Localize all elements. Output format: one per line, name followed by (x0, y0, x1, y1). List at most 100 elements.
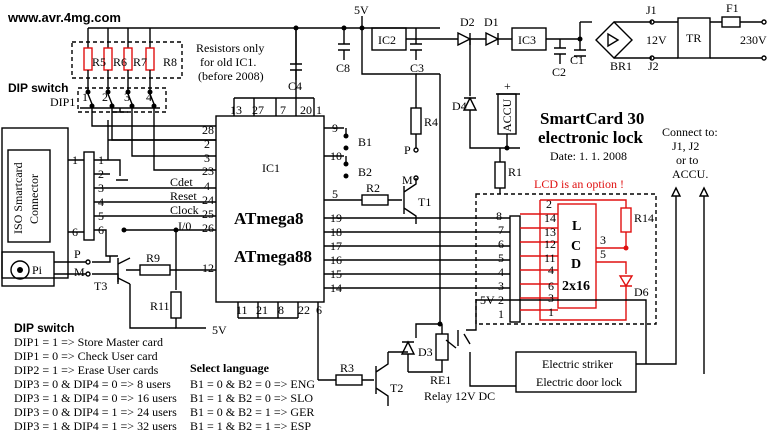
svg-text:1: 1 (498, 307, 504, 321)
piezo-buzzer: Pi P M (1, 247, 91, 287)
svg-text:4: 4 (146, 90, 152, 104)
svg-text:3: 3 (124, 90, 130, 104)
language-title: Select language (190, 361, 270, 375)
label-230v: 230V (740, 33, 767, 47)
label-relay: Relay 12V DC (424, 389, 495, 403)
lcd-option-note: LCD is an option ! (534, 177, 624, 191)
svg-text:24: 24 (202, 193, 214, 207)
connector-label-1: ISO Smartcard (11, 162, 25, 234)
striker-line-2: Electric door lock (536, 375, 622, 389)
label-tr: TR (686, 31, 701, 45)
lcd-letter-l: L (572, 219, 581, 234)
label-j2: J2 (648, 59, 659, 73)
relay-stage: D3 RE1 Relay 12V DC R3 T2 (318, 299, 647, 406)
dip-switch-title: DIP switch (8, 81, 68, 95)
label-r9: R9 (146, 251, 160, 265)
label-t2: T2 (390, 381, 403, 395)
date-label: Date: 1. 1. 2008 (550, 149, 627, 163)
svg-text:DIP3 = 1 & DIP4 = 0 => 16 user: DIP3 = 1 & DIP4 = 0 => 16 users (14, 391, 177, 405)
lcd-module: L C D 2x16 2 14 13 12 11 4 6 3 1 R14 3 5… (475, 193, 657, 325)
svg-text:13: 13 (230, 103, 242, 117)
label-12v: 12V (646, 33, 667, 47)
svg-text:6: 6 (316, 303, 322, 317)
label-br1: BR1 (610, 59, 632, 73)
svg-text:3: 3 (548, 291, 554, 305)
svg-text:8: 8 (278, 303, 284, 317)
label-accu: ACCU (500, 98, 514, 132)
connect-line-1: Connect to: (662, 125, 718, 139)
label-c4: C4 (288, 79, 302, 93)
label-5v-top: 5V (354, 3, 369, 17)
top-5v-rail: 5V (170, 3, 440, 31)
label-t3: T3 (94, 279, 107, 293)
connector-label-2: Connector (27, 174, 41, 224)
svg-text:7: 7 (498, 223, 504, 237)
connect-line-3: or to (676, 153, 698, 167)
smartcard-connector: ISO Smartcard Connector 1 6 1 2 3 4 5 6 … (1, 120, 216, 279)
resistor-network: R5 R6 R7 R8 (71, 27, 183, 92)
svg-text:3: 3 (498, 279, 504, 293)
label-f1: F1 (726, 1, 739, 15)
label-r3: R3 (340, 361, 354, 375)
svg-text:28: 28 (202, 123, 214, 137)
svg-text:1: 1 (72, 153, 78, 167)
label-r7: R7 (133, 55, 147, 69)
svg-text:12: 12 (202, 261, 214, 275)
t1-stage: R2 T1 M R4 P (324, 28, 438, 224)
language-settings: Select language B1 = 0 & B2 = 0 => ENG B… (190, 361, 315, 433)
svg-text:12: 12 (544, 237, 556, 251)
svg-text:2: 2 (546, 197, 552, 211)
svg-text:6: 6 (548, 279, 554, 293)
title-line-2: electronic lock (538, 128, 644, 147)
svg-text:+: + (504, 79, 511, 93)
label-d1: D1 (484, 15, 499, 29)
sig-io: I/0 (178, 219, 191, 233)
svg-text:27: 27 (252, 103, 264, 117)
label-d3: D3 (418, 345, 433, 359)
svg-text:7: 7 (280, 103, 286, 117)
label-r14: R14 (634, 211, 654, 225)
label-d6: D6 (634, 285, 649, 299)
svg-text:B1 = 0 & B2 = 1 => GER: B1 = 0 & B2 = 1 => GER (190, 405, 314, 419)
svg-text:B1 = 1 & B2 = 1 => ESP: B1 = 1 & B2 = 1 => ESP (190, 419, 311, 433)
svg-text:20: 20 (300, 103, 312, 117)
power-supply: C8 C4 IC2 C3 D2 D1 IC3 C2 C1 BR1 J1 J2 1… (288, 1, 767, 93)
svg-text:B1 = 0 & B2 = 0 => ENG: B1 = 0 & B2 = 0 => ENG (190, 377, 315, 391)
svg-text:5: 5 (332, 187, 338, 201)
label-p: P (74, 247, 81, 261)
dip1-ref: DIP1 (50, 95, 75, 109)
svg-text:DIP1 = 0 => Check User card: DIP1 = 0 => Check User card (14, 349, 158, 363)
sig-cdet: Cdet (170, 175, 193, 189)
label-b2: B2 (358, 165, 372, 179)
svg-text:1: 1 (316, 103, 322, 117)
label-ic2: IC2 (378, 33, 396, 47)
label-t1: T1 (418, 195, 431, 209)
label-d2: D2 (460, 15, 475, 29)
svg-text:6: 6 (72, 225, 78, 239)
svg-text:23: 23 (202, 164, 214, 178)
label-c3: C3 (410, 61, 424, 75)
dip-settings-title: DIP switch (14, 321, 74, 335)
svg-text:5: 5 (498, 251, 504, 265)
electric-striker: Electric striker Electric door lock (515, 351, 637, 393)
svg-text:1: 1 (82, 90, 88, 104)
label-5v-r11: 5V (212, 323, 227, 337)
ic1-ref: IC1 (262, 161, 280, 175)
svg-text:21: 21 (256, 303, 268, 317)
resistor-note-3: (before 2008) (198, 69, 264, 83)
label-pi: Pi (32, 263, 43, 277)
connect-line-2: J1, J2 (672, 139, 699, 153)
svg-text:3: 3 (204, 151, 210, 165)
svg-text:5: 5 (600, 247, 606, 261)
label-j1: J1 (646, 3, 657, 17)
svg-text:3: 3 (600, 233, 606, 247)
label-c1: C1 (570, 53, 584, 67)
label-m: M (74, 265, 85, 279)
lcd-bus (324, 217, 510, 289)
lcd-letter-d: D (571, 257, 581, 272)
sig-clock: Clock (170, 203, 199, 217)
svg-text:DIP1 = 1 => Store Master card: DIP1 = 1 => Store Master card (14, 335, 163, 349)
ic1-name-2: ATmega88 (234, 247, 312, 266)
t3-stage: R9 T3 R11 5V (92, 227, 227, 337)
svg-text:4: 4 (548, 263, 554, 277)
